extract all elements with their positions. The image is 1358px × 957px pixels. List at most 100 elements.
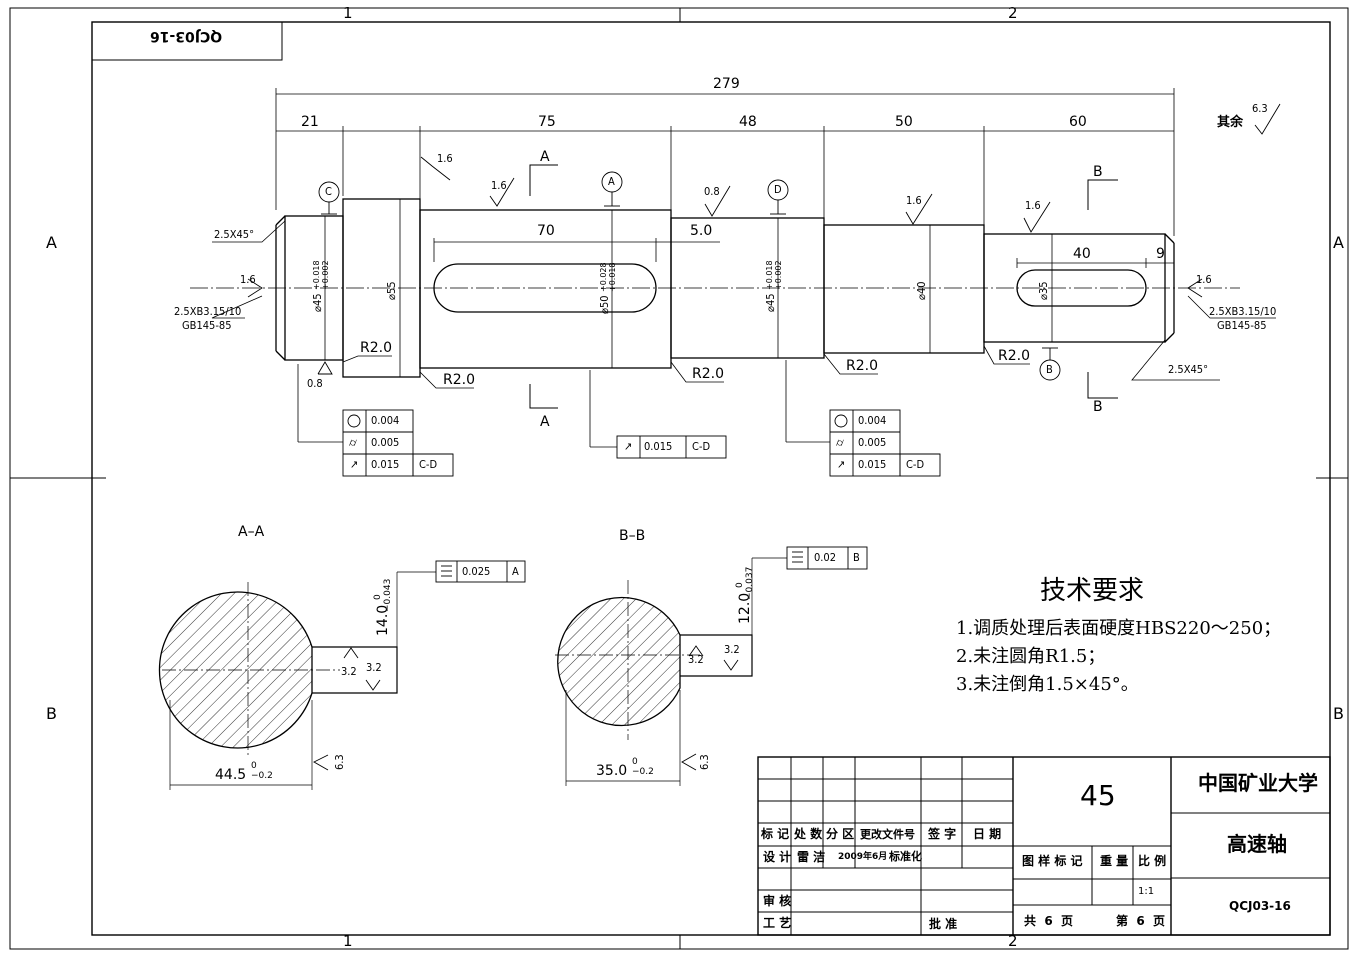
gdt-mid-ref: C-D — [692, 440, 711, 453]
bb-depth-lo: −0.037 — [745, 566, 755, 600]
total-sheets: 共 6 页 — [1024, 914, 1074, 928]
gdt-right-ref: C-D — [906, 458, 925, 471]
runout-icon-right: ↗ — [837, 458, 846, 471]
bb-width-up: 0 — [632, 757, 638, 767]
drawing-number-inverted: QCJ03-16 — [150, 28, 223, 44]
section-mark-a-top: A — [540, 149, 550, 165]
runout-icon-left: ↗ — [350, 458, 359, 471]
gdt-sym-bb-datum: B — [853, 551, 860, 564]
zone-col-1-top: 1 — [343, 4, 353, 22]
bb-depth-up: 0 — [735, 582, 745, 588]
number-box — [91, 21, 283, 61]
aa-width-lo: −0.2 — [251, 771, 273, 781]
tol-45-left: +0.018+0.002 — [312, 250, 330, 290]
dim-key-length-a: 70 — [537, 223, 555, 239]
roughness-symbols — [247, 103, 1281, 771]
roughness-8: 0.8 — [307, 377, 323, 390]
check-label: 审 核 — [763, 894, 792, 908]
fillet-3: R2.0 — [692, 366, 724, 382]
dim-overall: 279 — [713, 76, 740, 92]
tol-lo: +0.002 — [774, 260, 783, 290]
roughness-bb-3: 6.3 — [698, 754, 711, 770]
gdt-right-round: 0.004 — [858, 414, 887, 427]
gdt-sym-aa: 0.025 — [462, 565, 491, 578]
chamfer-right: 2.5X45° — [1168, 363, 1209, 376]
school-name: 中国矿业大学 — [1198, 771, 1318, 795]
zone-row-a-right: A — [1333, 233, 1344, 252]
header-date: 日 期 — [973, 827, 1002, 841]
aa-depth-lo: −0.043 — [383, 578, 393, 612]
gdt-right-cyl: 0.005 — [858, 436, 887, 449]
title-block-grid — [757, 756, 1331, 936]
bb-width-lo: −0.2 — [632, 767, 654, 777]
gdt-left-round: 0.004 — [371, 414, 400, 427]
roughness-aa-3: 6.3 — [333, 754, 346, 770]
tol-up: +0.018 — [312, 260, 321, 290]
bb-width: 35.0 — [596, 763, 628, 779]
weight-label: 重 量 — [1100, 854, 1129, 868]
center-std-right: GB145-85 — [1217, 319, 1267, 332]
standard-label: 标准化 — [889, 850, 922, 863]
diameter-dimensions — [324, 199, 1053, 377]
dim-seg-3: 48 — [739, 114, 757, 130]
dia-50: ⌀50 — [598, 295, 611, 314]
gdt-left-runout: 0.015 — [371, 458, 400, 471]
roughness-rest-value: 6.3 — [1252, 102, 1268, 115]
center-std-left: GB145-85 — [182, 319, 232, 332]
scale-value: 1:1 — [1138, 886, 1155, 897]
roughness-4: 1.6 — [1025, 199, 1041, 212]
dia-45-left: ⌀45 — [311, 293, 324, 312]
header-sign: 签 字 — [928, 827, 957, 841]
dia-45-right: ⌀45 — [764, 293, 777, 312]
datum-symbols — [318, 171, 1061, 381]
material: 45 — [1080, 779, 1116, 812]
design-date: 2009年6月 — [838, 852, 888, 862]
part-name: 高速轴 — [1227, 832, 1287, 856]
roughness-5: 1.6 — [437, 152, 453, 165]
inner-frame — [91, 21, 1331, 936]
outer-frame — [9, 7, 1349, 950]
tol-50: +0.028+0.018 — [599, 252, 617, 292]
datum-b: B — [1046, 363, 1053, 376]
roughness-aa-2: 3.2 — [366, 661, 382, 674]
aa-width: 44.5 — [215, 767, 247, 783]
section-aa — [158, 571, 436, 790]
gdt-sym-bb: 0.02 — [814, 551, 837, 564]
requirement-1: 1.调质处理后表面硬度HBS220～250； — [956, 618, 1282, 639]
fillet-1: R2.0 — [360, 340, 392, 356]
section-mark-b-bottom: B — [1093, 399, 1103, 415]
dim-seg-5: 60 — [1069, 114, 1087, 130]
gdt-left-ref: C-D — [419, 458, 438, 471]
header-zone: 分 区 — [826, 827, 855, 841]
tol-lo: +0.018 — [608, 262, 617, 292]
fillet-2: R2.0 — [443, 372, 475, 388]
cylindricity-icon-right: ⌭ — [836, 436, 844, 449]
dim-seg-1: 21 — [301, 114, 319, 130]
center-hole-left: 2.5XB3.15/10 — [174, 305, 242, 318]
cylindricity-icon-left: ⌭ — [349, 436, 357, 449]
zone-col-1-bottom: 1 — [343, 932, 353, 950]
zone-row-a-left: A — [46, 233, 57, 252]
section-aa-title: A–A — [238, 524, 265, 540]
tol-up: +0.018 — [765, 260, 774, 290]
dia-35: ⌀35 — [1037, 281, 1050, 300]
gdt-sym-aa-datum: A — [512, 565, 519, 578]
scale-label: 比 例 — [1138, 854, 1167, 868]
leaders — [211, 220, 1276, 448]
zone-col-2-top: 2 — [1008, 4, 1018, 22]
center-hole-right: 2.5XB3.15/10 — [1209, 305, 1277, 318]
gdt-mid-runout: 0.015 — [644, 440, 673, 453]
dim-seg-2: 75 — [538, 114, 556, 130]
datum-c: C — [325, 185, 332, 198]
process-label: 工 艺 — [763, 916, 792, 930]
fillet-5: R2.0 — [998, 348, 1030, 364]
roughness-bb-2: 3.2 — [724, 643, 740, 656]
section-mark-b-top: B — [1093, 164, 1103, 180]
roughness-bb-1: 3.2 — [688, 653, 704, 666]
dim-key-gap-a: 5.0 — [690, 223, 713, 239]
aa-width-up: 0 — [251, 761, 257, 771]
roughness-rest-label: 其余 — [1217, 115, 1244, 130]
dim-key-length-b: 40 — [1073, 246, 1091, 262]
section-mark-a-bottom: A — [540, 414, 550, 430]
